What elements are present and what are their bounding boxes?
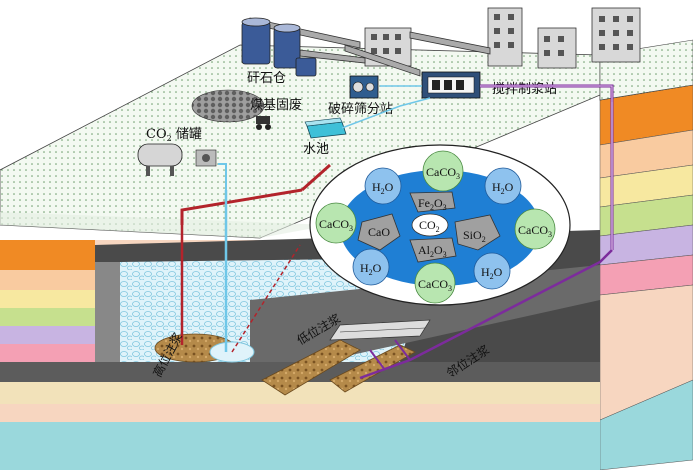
loader-vehicle [256,116,271,130]
label-gangue-silo: 矸石仓 [247,71,286,86]
surface-pipes [180,84,614,225]
al2o3-label: Al2O3 [418,243,447,259]
crusher-machine [349,75,379,99]
solid-waste-pile [191,89,265,123]
caco3-label-2: CaCO3 [319,217,353,233]
fe2o3-label: Fe2O3 [418,196,447,212]
gangue-silos [241,17,317,77]
label-co2-tank: CO2 储罐 [146,127,202,143]
strata-side-right [599,84,693,470]
h2o-label-2: H2O [492,180,514,196]
label-crushing-station: 破碎筛分站 [328,102,393,117]
sio2-label: SiO2 [463,228,486,244]
h2o-label-1: H2O [372,180,394,196]
boreholes [180,102,614,380]
caco3-label-1: CaCO3 [426,165,460,181]
caco3-label-3: CaCO3 [518,223,552,239]
label-coal-solid-waste: 煤基固废 [250,97,302,113]
h2o-label-3: H2O [360,261,382,277]
label-mixing-station: 搅拌制浆站 [492,81,557,97]
mixing-station [421,71,481,99]
label-water-pool: 水池 [303,142,329,157]
caco3-label-4: CaCO3 [418,277,452,293]
chemistry-bubble [309,144,571,306]
h2o-label-4: H2O [481,265,503,281]
caco3-molecules [315,150,556,304]
co2-tank [137,143,217,176]
underground-conveyor [329,319,431,341]
water-pool [304,117,347,139]
co2-label: CO2 [419,218,440,234]
cao-label: CaO [368,225,390,239]
h2o-molecules [352,167,522,290]
buildings [364,7,641,69]
chemistry-labels: H2O H2O H2O H2O CaCO3 CaCO3 CaCO3 CaCO3 … [319,165,552,293]
